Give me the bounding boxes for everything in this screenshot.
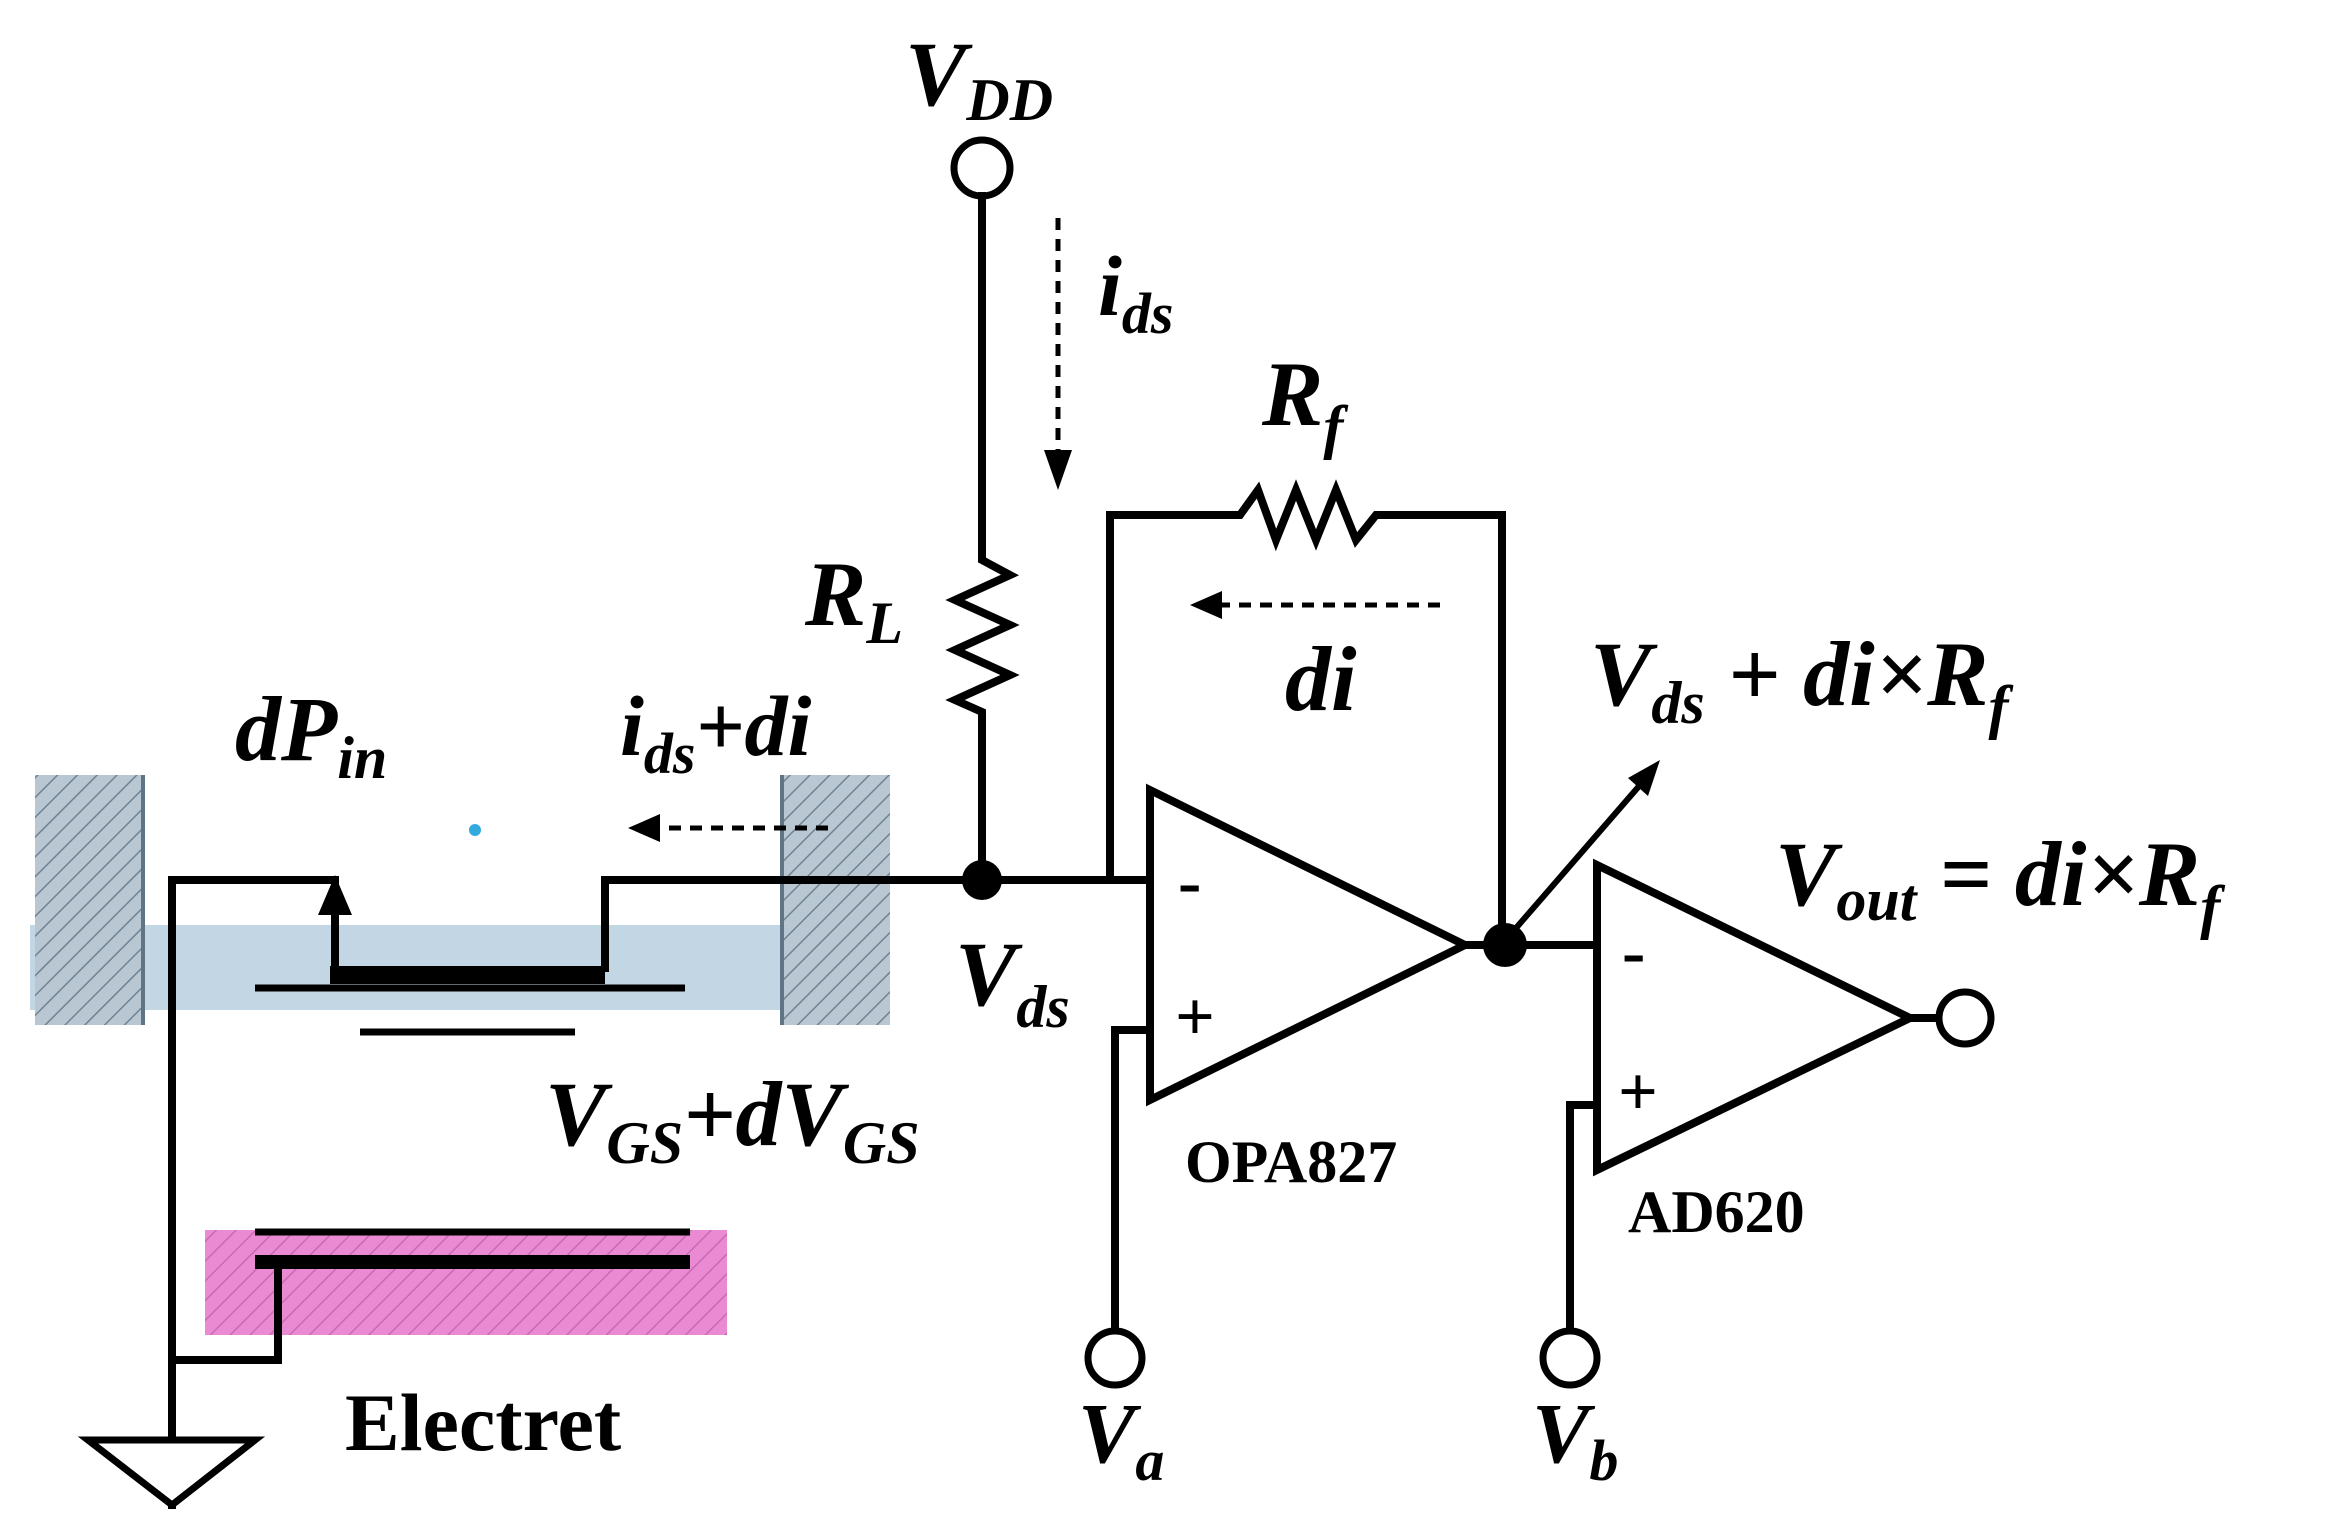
vds-output-label: Vds + di×Rf <box>1590 623 2014 740</box>
vout-terminal <box>1935 988 1995 1048</box>
vdd-terminal <box>950 136 1014 200</box>
left-hatched-electrode <box>35 775 143 1025</box>
vds-node-label: Vds <box>955 923 1070 1040</box>
vb-terminal <box>1539 1327 1601 1389</box>
ids-plus-di-label: ids+di <box>620 678 811 786</box>
ids-di-arrow-head <box>628 814 660 842</box>
ad620-amplifier <box>1593 858 1920 1177</box>
opa827-amplifier <box>1146 783 1475 1107</box>
ad-minus-sign: - <box>1622 914 1645 991</box>
electret-block <box>205 1230 727 1335</box>
vb-label: Vb <box>1532 1385 1618 1493</box>
di-arrow-head <box>1190 591 1222 619</box>
electret-label: Electret <box>345 1377 621 1468</box>
ids-arrow-head <box>1044 450 1072 490</box>
drain-wire <box>601 876 986 972</box>
vout-label: Vout = di×Rf <box>1775 823 2225 940</box>
di-label: di <box>1285 628 1357 730</box>
vds-out-arrow-head <box>1628 760 1660 796</box>
ad-noninverting-wire <box>1566 1101 1601 1334</box>
opa-output-dot <box>1483 923 1527 967</box>
opa-minus-sign: - <box>1178 844 1201 921</box>
feedback-wire <box>1106 479 1506 949</box>
vds-out-arrow <box>1507 783 1643 937</box>
electret-ground-wire <box>168 1258 282 1364</box>
va-label: Va <box>1078 1385 1164 1493</box>
blue-dot <box>469 824 481 836</box>
rl-label: RL <box>804 543 903 656</box>
opa827-label: OPA827 <box>1185 1129 1397 1195</box>
ad620-label: AD620 <box>1628 1179 1805 1245</box>
right-hatched-electrode <box>782 775 890 1025</box>
vdd-wire <box>945 192 1020 884</box>
ad-plus-sign: + <box>1618 1054 1658 1131</box>
vdd-label: VDD <box>905 23 1053 133</box>
rf-label: Rf <box>1261 343 1348 460</box>
vgs-label: VGS+dVGS <box>545 1063 920 1176</box>
ids-label: ids <box>1098 238 1173 346</box>
opa-plus-sign: + <box>1175 979 1215 1056</box>
source-arrow-head <box>318 875 352 915</box>
ground-icon <box>77 1436 266 1510</box>
opa-noninverting-wire <box>1111 1026 1154 1334</box>
va-terminal <box>1084 1327 1146 1389</box>
dpin-label: dPin <box>235 678 387 791</box>
